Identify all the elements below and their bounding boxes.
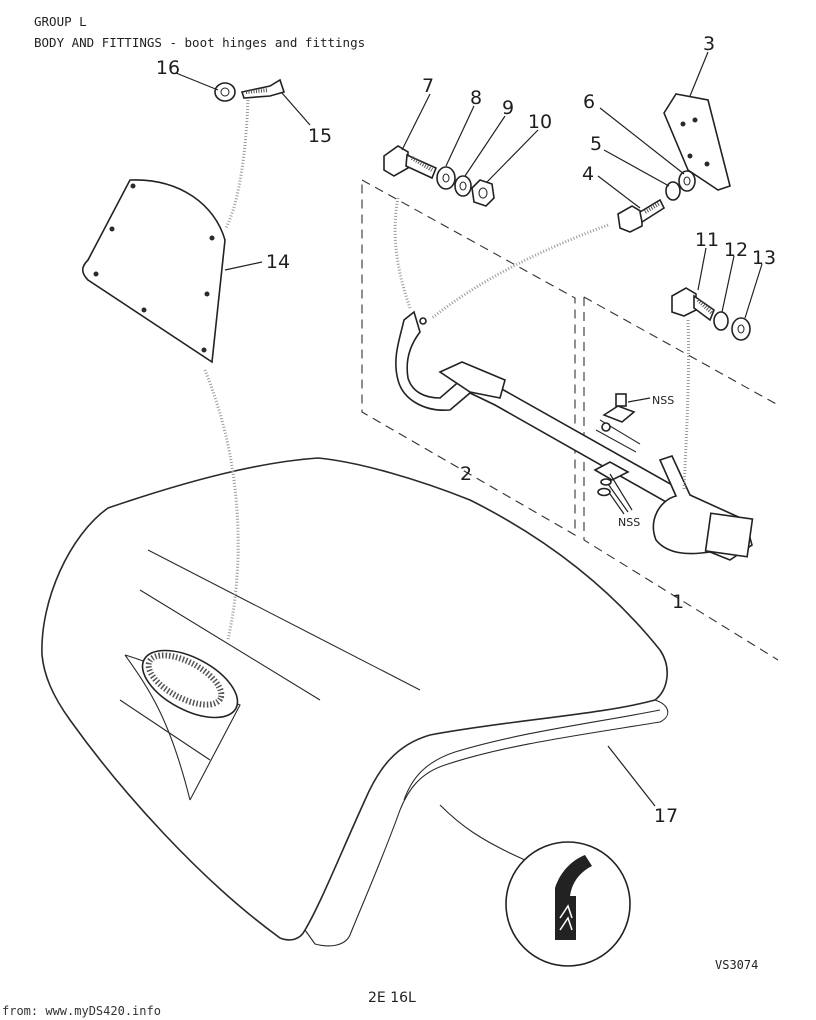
group-label: GROUP L bbox=[34, 14, 87, 29]
callout-7: 7 bbox=[422, 75, 434, 97]
leader-lines bbox=[175, 51, 763, 807]
nss-parts-lower: NSS bbox=[593, 461, 640, 529]
callout-9: 9 bbox=[502, 97, 514, 119]
callout-16: 16 bbox=[156, 57, 180, 79]
callout-12: 12 bbox=[724, 239, 748, 261]
callout-3: 3 bbox=[703, 33, 715, 55]
bolt-11 bbox=[671, 287, 715, 322]
cup-washer-16 bbox=[214, 82, 236, 102]
assembly-box-1 bbox=[583, 296, 779, 661]
callout-5: 5 bbox=[590, 133, 602, 155]
source-footer: from: www.myDS420.info bbox=[2, 1004, 161, 1018]
callout-17: 17 bbox=[654, 805, 678, 827]
nut-10 bbox=[471, 179, 495, 207]
nss-parts-upper: NSS bbox=[602, 393, 674, 423]
callout-6: 6 bbox=[583, 91, 595, 113]
drawing-reference: VS3074 bbox=[715, 958, 759, 972]
screw-15 bbox=[240, 78, 286, 99]
spring-washer-9 bbox=[454, 175, 472, 197]
assembly-box-2 bbox=[361, 179, 576, 536]
callout-11: 11 bbox=[695, 229, 719, 251]
callout-2: 2 bbox=[460, 463, 472, 485]
washer-13 bbox=[731, 317, 751, 341]
callout-13: 13 bbox=[752, 247, 776, 269]
callout-14: 14 bbox=[266, 251, 290, 273]
bolt-7 bbox=[383, 145, 438, 180]
washer-8 bbox=[436, 166, 456, 190]
callout-1: 1 bbox=[672, 591, 684, 613]
callout-15: 15 bbox=[308, 125, 332, 147]
cover-plate-14 bbox=[81, 179, 226, 364]
spring-washer-12 bbox=[713, 311, 729, 331]
callout-10: 10 bbox=[528, 111, 552, 133]
callout-8: 8 bbox=[470, 87, 482, 109]
washer-5 bbox=[665, 181, 681, 201]
nss-label-lower: NSS bbox=[618, 516, 640, 529]
plate-3 bbox=[663, 93, 731, 191]
section-title: BODY AND FITTINGS - boot hinges and fitt… bbox=[34, 35, 366, 50]
page-number: 2E 16L bbox=[368, 990, 416, 1006]
callout-numbers: 16 15 7 8 9 10 3 6 5 4 11 12 13 14 2 1 1… bbox=[156, 33, 776, 827]
assembly-guides bbox=[203, 99, 691, 641]
nss-label-upper: NSS bbox=[652, 394, 674, 407]
seal-detail bbox=[439, 804, 631, 967]
bolt-4 bbox=[617, 198, 666, 233]
boot-lid bbox=[41, 457, 669, 947]
boot-hinge bbox=[395, 310, 754, 561]
callout-4: 4 bbox=[582, 163, 594, 185]
washer-6 bbox=[678, 170, 696, 192]
